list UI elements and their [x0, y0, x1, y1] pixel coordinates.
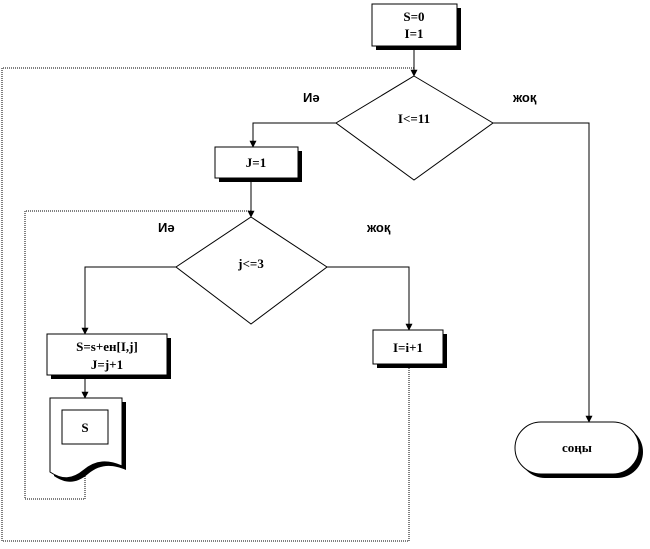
inner-no-arrow [327, 266, 413, 331]
inner-init-text: J=1 [246, 155, 266, 170]
inner-yes-arrow [81, 266, 176, 335]
inner-condition-diamond: j<=3 [175, 216, 328, 325]
inner-yes-label: Иә [158, 220, 175, 235]
inner-init-box: J=1 [214, 146, 302, 182]
end-text: соңы [562, 440, 592, 455]
output-document: S [49, 397, 126, 482]
init-box: S=0 I=1 [371, 3, 461, 50]
increment-text: I=i+1 [393, 340, 423, 355]
outer-condition-diamond: I<=11 [335, 75, 494, 181]
loop-body-box: S=s+ен[I,j] J=j+1 [46, 333, 171, 379]
inner-loop-return-line [24, 210, 251, 500]
increment-box: I=i+1 [372, 329, 447, 368]
output-text: S [81, 420, 88, 435]
init-line1: S=0 [403, 9, 424, 24]
outer-yes-arrow [249, 122, 336, 148]
outer-loop-return-line [1, 67, 414, 542]
body-line2: J=j+1 [91, 357, 123, 372]
outer-no-arrow [493, 122, 593, 423]
init-line2: I=1 [405, 26, 424, 41]
outer-yes-label: Иә [303, 90, 320, 105]
inner-no-label: жоқ [366, 220, 391, 235]
body-line1: S=s+ен[I,j] [76, 339, 138, 354]
end-terminator: соңы [514, 421, 643, 478]
outer-condition-text: I<=11 [398, 111, 430, 126]
outer-no-label: жоқ [512, 90, 537, 105]
inner-condition-text: j<=3 [237, 256, 264, 271]
